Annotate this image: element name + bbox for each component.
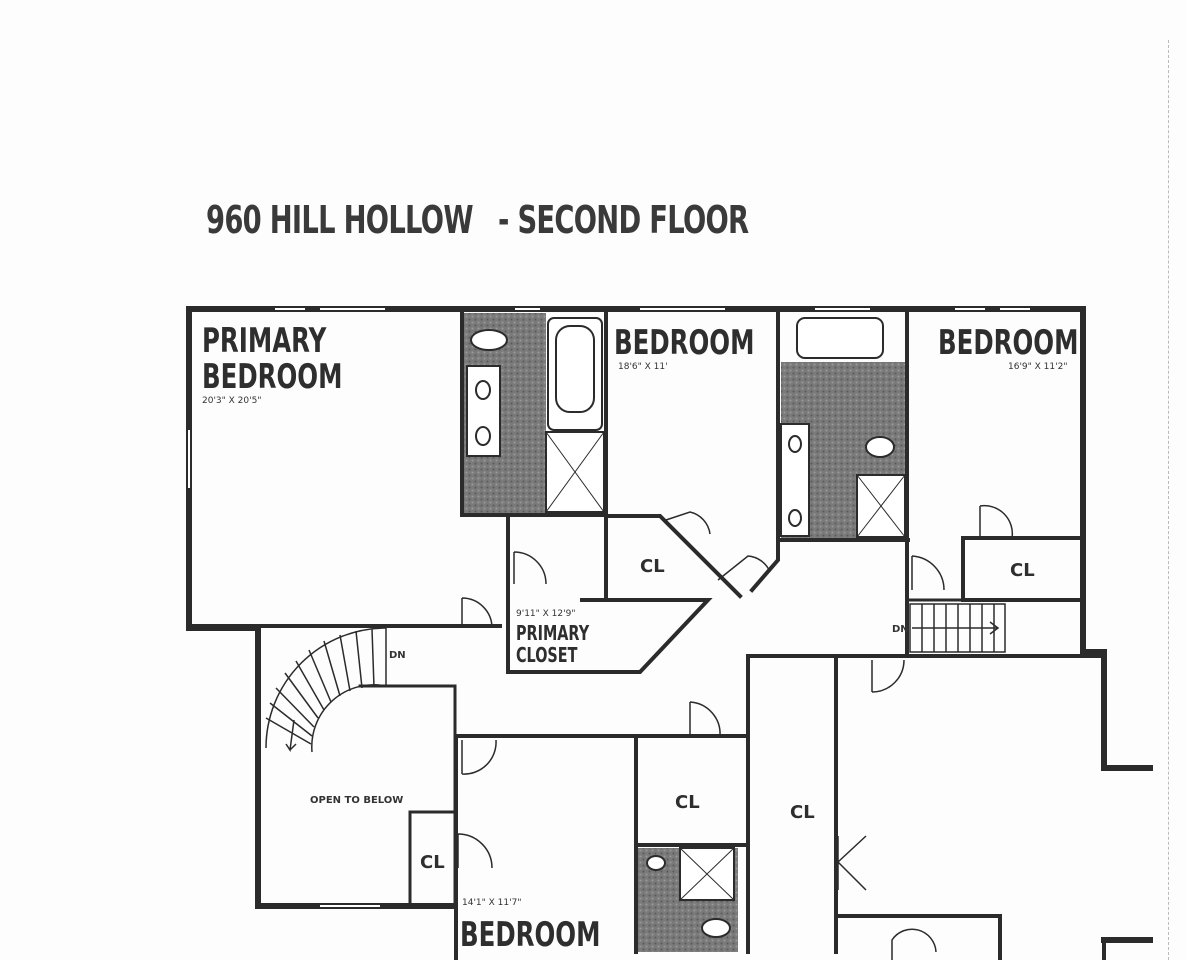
- straight-staircase: [909, 603, 1006, 653]
- primary-closet-dims: 9'11" X 12'9": [516, 609, 575, 619]
- closet-label-bedroom3: CL: [1010, 560, 1035, 581]
- curved-staircase: [265, 627, 387, 753]
- bath-fixtures: [466, 317, 906, 938]
- straight-stair-dn-label: DN: [892, 624, 909, 635]
- doors: [457, 504, 1014, 960]
- plan-title-floor: - SECOND FLOOR: [498, 198, 749, 242]
- curved-stair-dn-label: DN: [389, 650, 406, 661]
- windows: [188, 308, 1030, 907]
- closet-label-hall: CL: [675, 792, 700, 813]
- closet-label-open: CL: [420, 852, 445, 873]
- bedroom-4-dims: 14'1" X 11'7": [462, 898, 521, 908]
- bedroom-3-dims: 16'9" X 11'2": [1008, 362, 1067, 372]
- scan-edge-line: [1168, 40, 1169, 960]
- bedroom-2-dims: 18'6" X 11': [618, 362, 668, 372]
- closet-label-bedroom2: CL: [640, 556, 665, 577]
- bedroom-4-label: BEDROOM: [460, 915, 600, 954]
- primary-bedroom-dims: 20'3" X 20'5": [202, 396, 261, 406]
- open-to-below-label: OPEN TO BELOW: [310, 795, 403, 806]
- primary-closet-label-1: PRIMARY: [516, 623, 589, 646]
- primary-closet-label-2: CLOSET: [516, 645, 578, 668]
- primary-bedroom-label-1: PRIMARY: [202, 321, 327, 360]
- bedroom-3-label: BEDROOM: [938, 323, 1078, 362]
- primary-bedroom-label-2: BEDROOM: [202, 357, 342, 396]
- bedroom-2-label: BEDROOM: [614, 323, 754, 362]
- plan-title-address: 960 HILL HOLLOW: [206, 198, 474, 242]
- walls: [186, 306, 1153, 960]
- closet-label-stairwell: CL: [790, 802, 815, 823]
